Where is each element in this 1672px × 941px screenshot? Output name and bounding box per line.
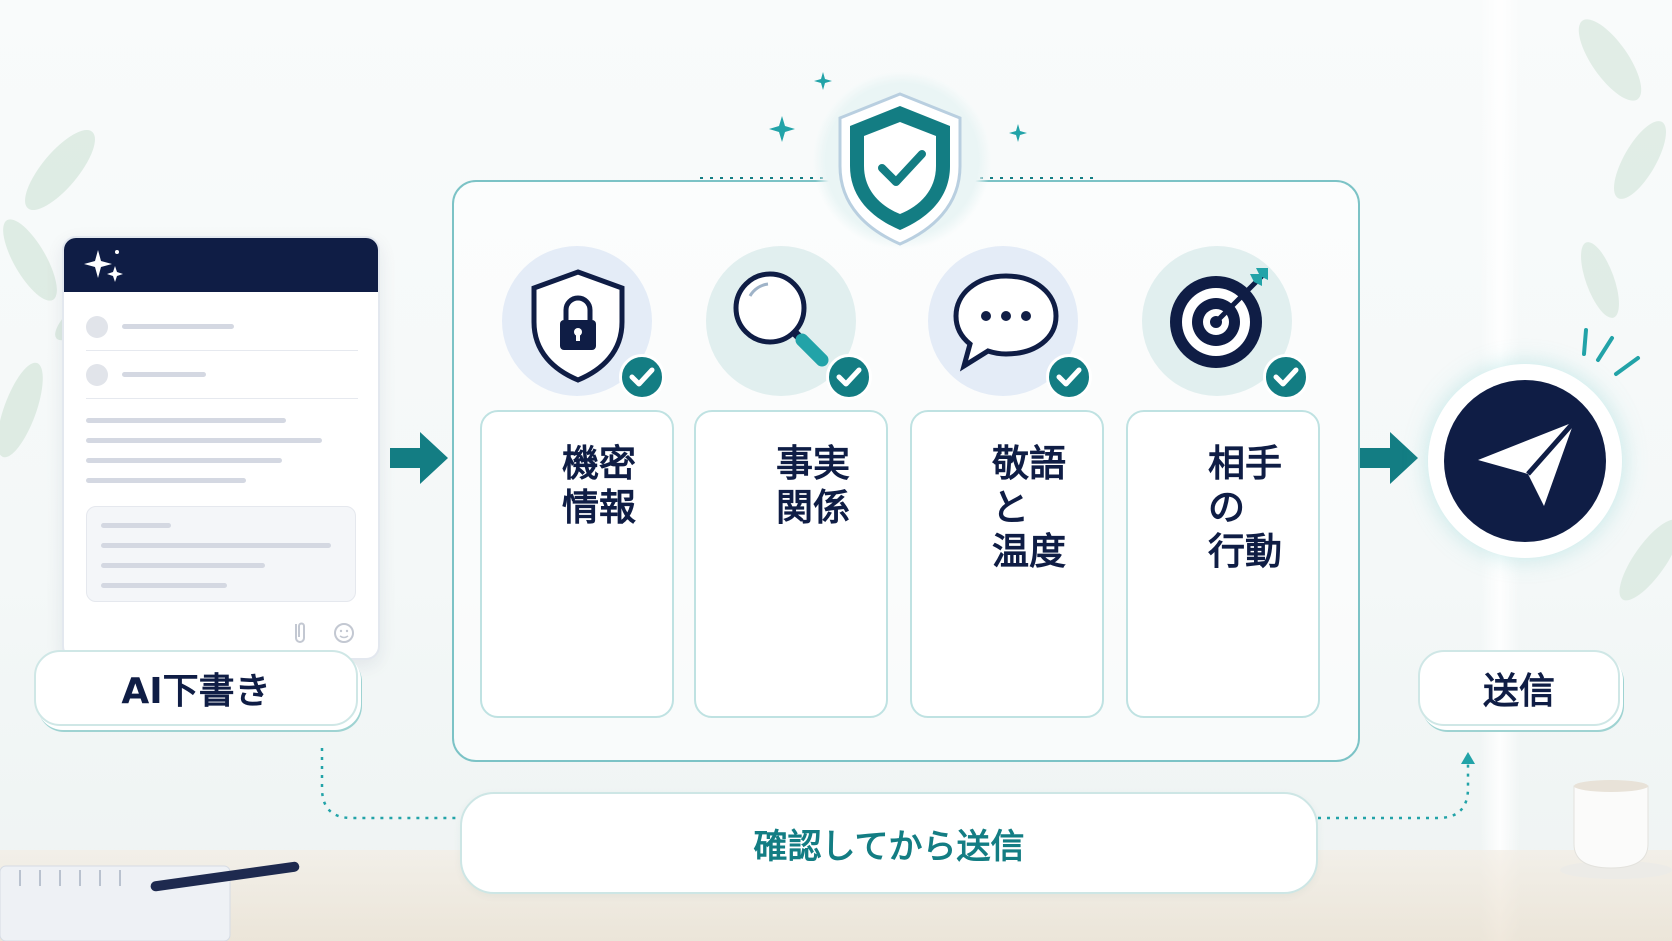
attachment-emoji-icons: [295, 622, 354, 643]
check-badge-icon: [1263, 354, 1309, 400]
sparkle-icon: [84, 250, 123, 282]
sparkle-decoration-icon: [769, 72, 1027, 142]
send-label-pill: 送信: [1418, 650, 1620, 726]
text-line: [122, 372, 206, 377]
draft-label-pill: AI下書き: [34, 650, 358, 726]
paper-plane-icon: [1478, 420, 1576, 506]
arrow-right-icon: [1360, 432, 1418, 484]
text-line: [86, 418, 286, 423]
shield-check-icon: [838, 92, 962, 246]
dotted-connector: [320, 748, 1475, 820]
divider: [86, 398, 358, 399]
check-card-label: 機密 情報: [562, 442, 636, 529]
check-card-label: 敬語と 温度: [992, 442, 1066, 573]
avatar-placeholder: [86, 364, 108, 386]
draft-card-header: [64, 238, 378, 292]
check-card-label: 事実 関係: [776, 442, 850, 529]
lock-shield-icon: [531, 269, 625, 383]
avatar-placeholder: [86, 316, 108, 338]
divider: [86, 350, 358, 351]
check-card-recipient-action: 相手の 行動: [1126, 410, 1320, 718]
plant-right-decoration: [1578, 19, 1672, 601]
check-card-politeness: 敬語と 温度: [910, 410, 1104, 718]
coffee-cup-decoration: [1560, 780, 1672, 879]
confirm-before-send-bar: 確認してから送信: [460, 792, 1318, 894]
notebook-pen-decoration: [0, 861, 300, 941]
check-card-confidential: 機密 情報: [480, 410, 674, 718]
check-card-facts: 事実 関係: [694, 410, 888, 718]
arrow-right-icon: [390, 432, 448, 484]
quoted-text-block: [86, 506, 356, 602]
text-line: [86, 478, 246, 483]
check-badge-icon: [1046, 354, 1092, 400]
check-badge-icon: [619, 354, 665, 400]
speech-bubble-icon: [953, 273, 1059, 372]
text-line: [86, 458, 282, 463]
send-burst-decoration: [1582, 328, 1640, 376]
text-line: [86, 438, 322, 443]
draft-email-card: [62, 236, 380, 660]
check-badge-icon: [826, 354, 872, 400]
magnifier-icon: [733, 271, 829, 367]
text-line: [122, 324, 234, 329]
check-card-label: 相手の 行動: [1208, 442, 1282, 573]
target-icon: [1170, 268, 1268, 368]
